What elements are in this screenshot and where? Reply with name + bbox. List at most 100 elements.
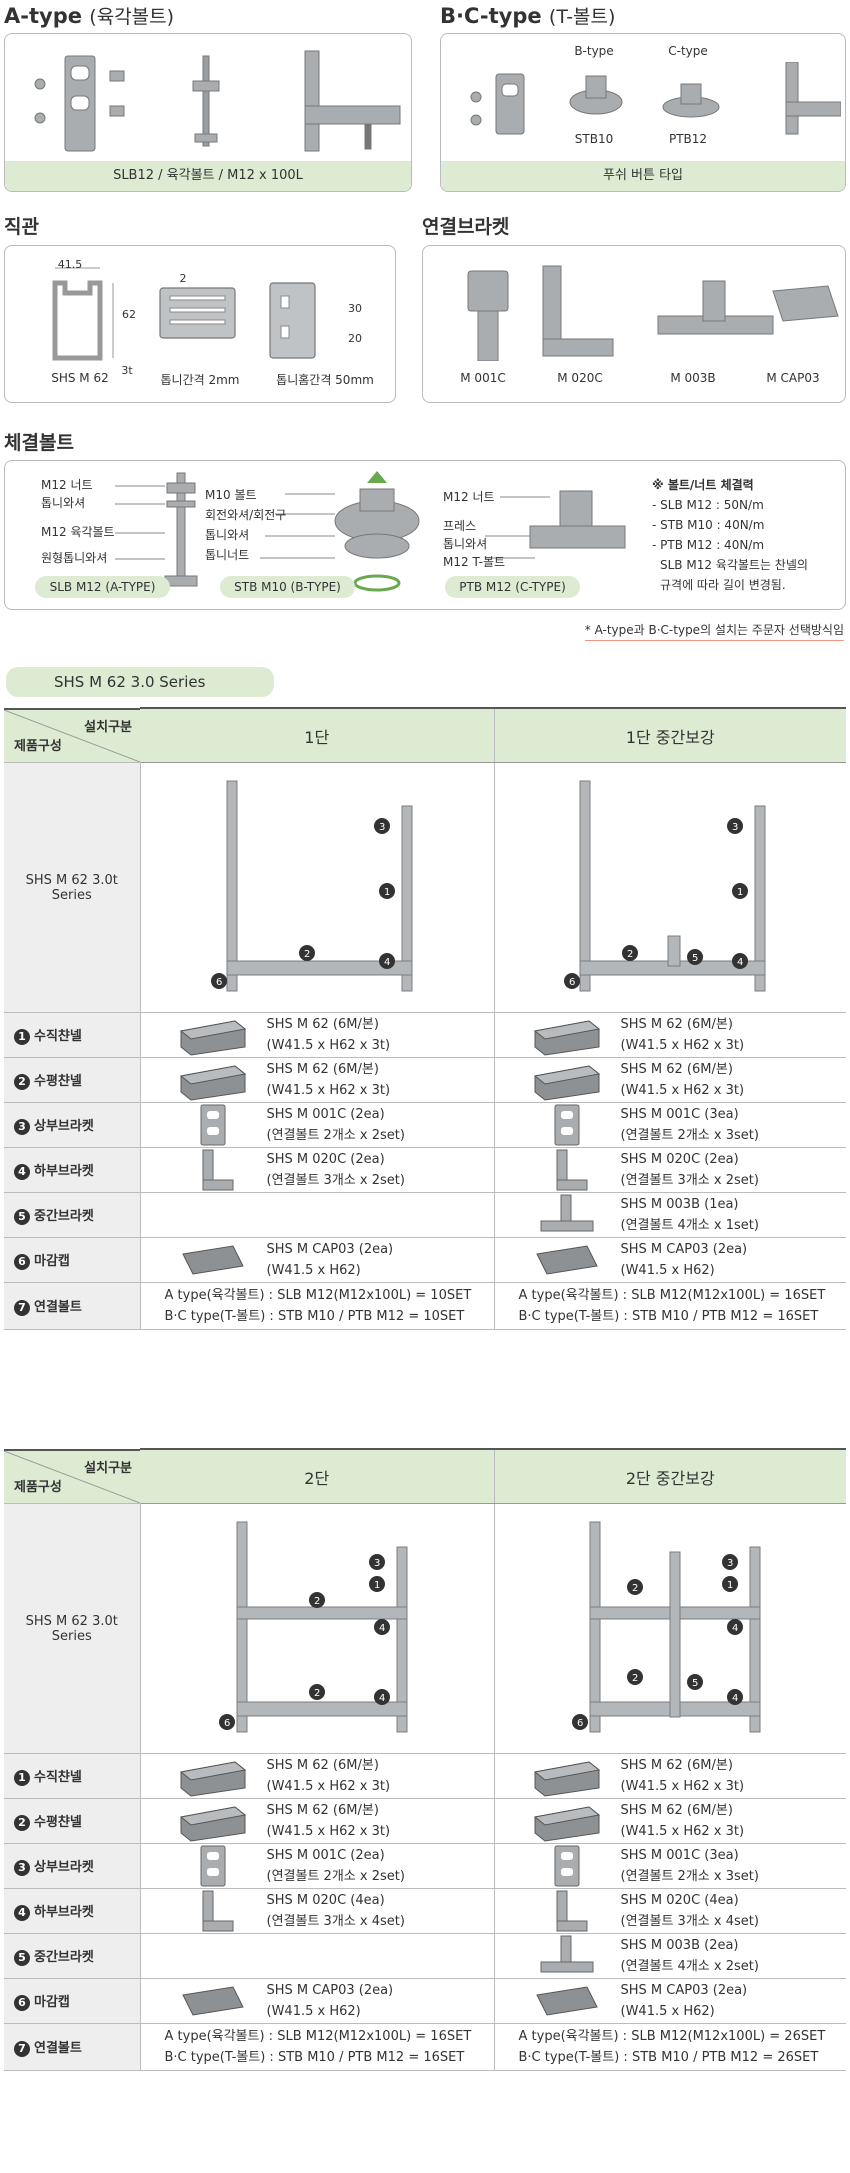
bctype-caption: 푸쉬 버튼 타입 <box>441 161 845 191</box>
dim-20: 20 <box>348 332 362 345</box>
bolt-spec-cell: A type(육각볼트) : SLB M12(M12x100L) = 26SET… <box>494 2023 846 2071</box>
bolts-title: 체결볼트 <box>4 432 74 454</box>
svg-text:4: 4 <box>384 957 390 968</box>
bolt-spec-cell: A type(육각볼트) : SLB M12(M12x100L) = 10SET… <box>140 1282 495 1330</box>
spec-cell: SHS M 001C (3ea)(연결볼트 2개소 x 3set) <box>494 1102 846 1148</box>
svg-text:6: 6 <box>577 1718 583 1729</box>
bolt-spec-cell: A type(육각볼트) : SLB M12(M12x100L) = 16SET… <box>494 1282 846 1330</box>
bolt-spec-cell: A type(육각볼트) : SLB M12(M12x100L) = 16SET… <box>140 2023 495 2071</box>
bracket-item-1: M 020C <box>557 371 603 385</box>
spec-cell: SHS M 020C (4ea)(연결볼트 3개소 x 4set) <box>494 1888 846 1934</box>
bolts-illustration <box>115 471 626 592</box>
series-name: SHS M 62 3.0t Series <box>4 762 141 1013</box>
svg-text:3: 3 <box>727 1558 733 1569</box>
col-header-1: 2단 <box>140 1448 495 1504</box>
pill-slb: SLB M12 (A-TYPE) <box>35 576 170 598</box>
col-header-1: 1단 <box>140 707 495 763</box>
svg-text:2: 2 <box>304 949 310 960</box>
col-header-2: 2단 중간보강 <box>494 1448 846 1504</box>
bracket-panel: M 001C M 020C M 003B M CAP03 <box>422 245 846 403</box>
bolt-torque-notes: ※ 볼트/너트 체결력 - SLB M12 : 50N/m- STB M10 :… <box>652 478 808 592</box>
svg-text:5: 5 <box>692 953 698 964</box>
spec-cell: SHS M 62 (6M/본)(W41.5 x H62 x 3t) <box>140 1012 495 1058</box>
svg-text:2: 2 <box>627 949 633 960</box>
ctype-code: PTB12 <box>668 132 708 146</box>
channel-item-2: 톱니홈간격 50mm <box>276 373 374 387</box>
svg-text:4: 4 <box>379 1623 385 1634</box>
spec-cell: SHS M 020C (2ea)(연결볼트 3개소 x 2set) <box>494 1147 846 1193</box>
svg-text:4: 4 <box>737 957 743 968</box>
channel-illustration <box>52 267 316 361</box>
svg-text:3: 3 <box>732 822 738 833</box>
spec-cell: SHS M 001C (2ea)(연결볼트 2개소 x 2set) <box>140 1843 495 1889</box>
dim-gap: 2 <box>179 272 187 285</box>
empty-cell <box>140 1933 495 1979</box>
spec-cell: SHS M CAP03 (2ea)(W41.5 x H62) <box>494 1237 846 1283</box>
spec-cell: SHS M 003B (1ea)(연결볼트 4개소 x 1set) <box>494 1192 846 1238</box>
svg-text:2: 2 <box>632 1583 638 1594</box>
spec-cell: SHS M 62 (6M/본)(W41.5 x H62 x 3t) <box>494 1012 846 1058</box>
svg-text:4: 4 <box>732 1623 738 1634</box>
svg-text:2: 2 <box>314 1688 320 1699</box>
diagram-2tier-reinforced: 3 1 2 4 2 5 4 6 <box>494 1503 846 1754</box>
bracket-item-2: M 003B <box>670 371 716 385</box>
spec-cell: SHS M 62 (6M/본)(W41.5 x H62 x 3t) <box>140 1798 495 1844</box>
dim-30: 30 <box>348 302 362 315</box>
spec-cell: SHS M 62 (6M/본)(W41.5 x H62 x 3t) <box>494 1798 846 1844</box>
svg-text:4: 4 <box>732 1693 738 1704</box>
svg-text:1: 1 <box>727 1580 733 1591</box>
empty-cell <box>140 1192 495 1238</box>
series-name: SHS M 62 3.0t Series <box>4 1503 141 1754</box>
spec-cell: SHS M 001C (3ea)(연결볼트 2개소 x 3set) <box>494 1843 846 1889</box>
svg-text:6: 6 <box>569 977 575 988</box>
bracket-title: 연결브라켓 <box>422 216 510 238</box>
spec-cell: SHS M 001C (2ea)(연결볼트 2개소 x 2set) <box>140 1102 495 1148</box>
bracket-illustration <box>467 265 839 361</box>
svg-text:4: 4 <box>379 1693 385 1704</box>
spec-cell: SHS M CAP03 (2ea)(W41.5 x H62) <box>140 1978 495 2024</box>
svg-text:1: 1 <box>374 1580 380 1591</box>
spec-cell: SHS M 003B (2ea)(연결볼트 4개소 x 2set) <box>494 1933 846 1979</box>
install-footnote: * A-type과 B·C-type의 설치는 주문자 선택방식임 <box>584 621 844 641</box>
svg-text:3: 3 <box>374 1558 380 1569</box>
dim-width: 41.5 <box>57 258 83 271</box>
bracket-item-3: M CAP03 <box>766 371 820 385</box>
bctype-illustration <box>470 62 841 135</box>
spec-cell: SHS M 020C (2ea)(연결볼트 3개소 x 2set) <box>140 1147 495 1193</box>
spec-cell: SHS M 62 (6M/본)(W41.5 x H62 x 3t) <box>494 1057 846 1103</box>
atype-caption: SLB12 / 육각볼트 / M12 x 100L <box>5 161 411 191</box>
channel-panel: 41.5 62 3t 2 30 20 SHS M 62 톱니간격 2mm 톱니홈… <box>4 245 396 403</box>
channel-title: 직관 <box>4 216 39 238</box>
bracket-item-0: M 001C <box>460 371 506 385</box>
channel-item-1: 톱니간격 2mm <box>160 373 240 387</box>
pill-ptb: PTB M12 (C-TYPE) <box>445 576 580 598</box>
svg-text:5: 5 <box>692 1678 698 1689</box>
diagram-2tier: 3 1 2 4 2 4 6 <box>140 1503 495 1754</box>
